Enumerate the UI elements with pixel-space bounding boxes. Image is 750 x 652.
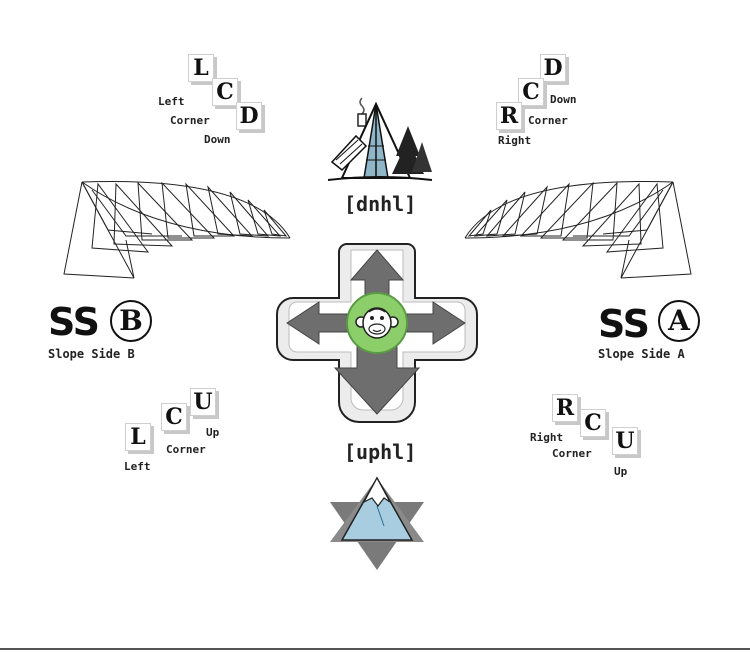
mountain-icon xyxy=(330,476,424,570)
bottom-divider xyxy=(0,648,750,650)
label-left: Left xyxy=(124,460,151,473)
code-top: [dnhl] xyxy=(344,192,417,216)
label-corner: Corner xyxy=(170,114,210,127)
tile-r: R xyxy=(496,102,522,130)
code-bottom: [uphl] xyxy=(344,440,417,464)
label-up: Up xyxy=(614,465,628,478)
label-right: Right xyxy=(530,431,564,444)
tile-l: L xyxy=(188,54,214,82)
ski-trail-swoop-right xyxy=(464,181,692,279)
slope-side-b-label: Slope Side B xyxy=(48,347,135,361)
label-right: Right xyxy=(498,134,532,147)
slope-side-b-prefix: SS xyxy=(48,300,100,344)
tile-u: U xyxy=(190,388,216,416)
tile-d: D xyxy=(236,102,262,130)
monkey-face-icon xyxy=(355,307,399,339)
label-corner: Corner xyxy=(528,114,568,127)
tile-l: L xyxy=(125,423,151,451)
slope-side-a-letter: A xyxy=(658,300,700,342)
tile-u: U xyxy=(612,427,638,455)
label-corner: Corner xyxy=(552,447,592,460)
tile-r: R xyxy=(552,394,578,422)
tile-c: C xyxy=(161,403,187,431)
ski-lodge-icon xyxy=(327,97,433,181)
tile-c: C xyxy=(212,78,238,106)
ski-trail-swoop-left xyxy=(63,181,291,279)
four-direction-arrows-icon[interactable] xyxy=(275,238,479,423)
label-up: Up xyxy=(206,426,220,439)
label-down: Down xyxy=(550,93,577,106)
label-left: Left xyxy=(158,95,185,108)
tile-c: C xyxy=(518,78,544,106)
slope-side-a-label: Slope Side A xyxy=(598,347,685,361)
tile-c: C xyxy=(580,409,606,437)
label-down: Down xyxy=(204,133,231,146)
label-corner: Corner xyxy=(166,443,206,456)
tile-d: D xyxy=(540,54,566,82)
slope-side-b-letter: B xyxy=(110,300,152,342)
slope-side-a-prefix: SS xyxy=(598,302,650,346)
